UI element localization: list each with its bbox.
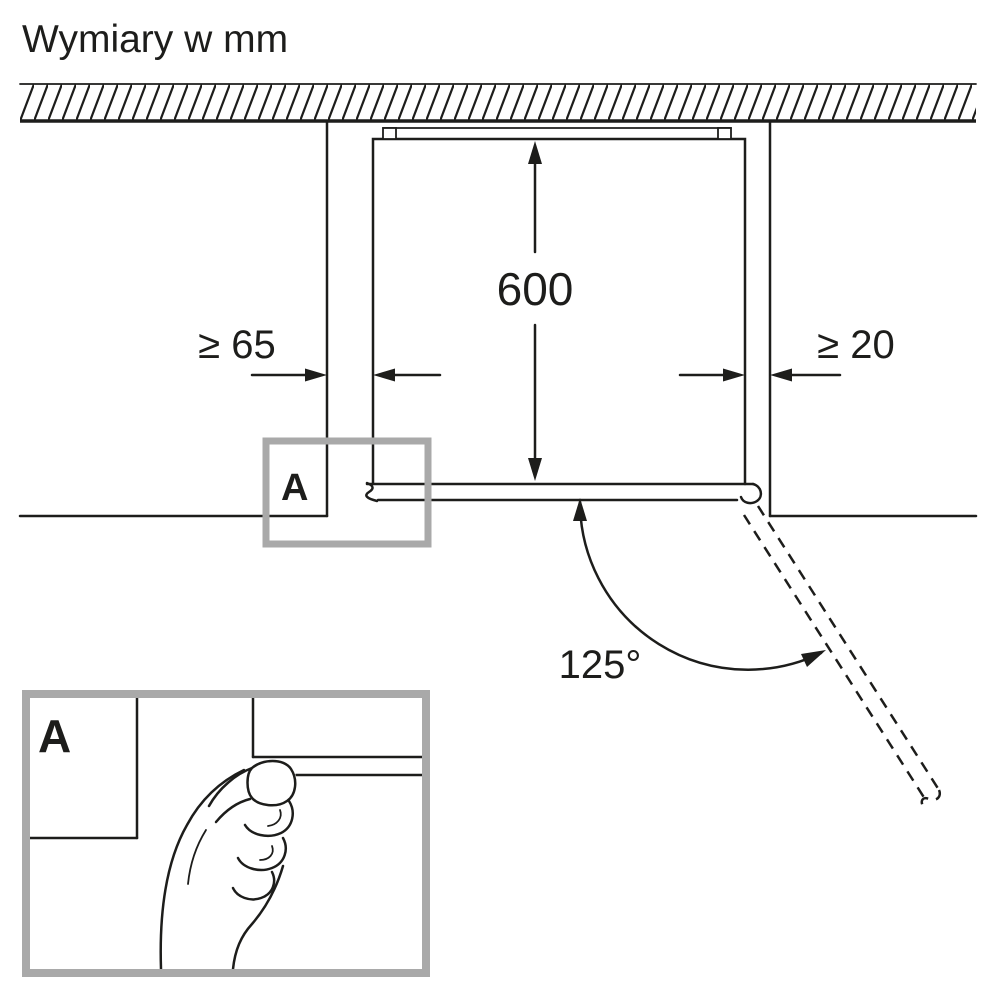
middle-finger: [236, 836, 287, 872]
ring-finger: [231, 870, 276, 901]
page-title: Wymiary w mm: [22, 18, 288, 61]
appliance-body: [371, 127, 747, 486]
right-clearance-label: ≥ 20: [817, 323, 895, 367]
index-finger: [243, 799, 294, 837]
depth-arrow-up: [528, 141, 542, 164]
detail-marker-label: A: [281, 467, 308, 509]
index-finger-nail: [267, 809, 282, 827]
door-angle-label: 125°: [559, 643, 642, 687]
rear-spacer-left: [382, 127, 397, 140]
door-hinge-curl: [739, 482, 763, 505]
depth-arrow-down: [528, 458, 542, 481]
appliance-outline: [371, 137, 747, 486]
right-clearance-arrow-inner: [723, 368, 745, 382]
door-angle-arrow-open: [801, 650, 826, 667]
right-clearance-arrow-outer: [770, 368, 792, 382]
wall-section: [19, 83, 977, 123]
rear-spacer-right: [717, 127, 732, 140]
left-clearance-label: ≥ 65: [198, 323, 276, 367]
thumb-top-edge: [207, 766, 254, 808]
hand-wrist-left: [159, 768, 246, 971]
door-angle-arrow-closed: [573, 498, 587, 521]
dimension-right-clearance: ≥ 20: [678, 323, 895, 382]
middle-finger-nail: [259, 845, 274, 861]
detail-view-label: A: [38, 710, 71, 762]
hand-wrist-right: [231, 864, 285, 971]
detail-marker-frame: [262, 437, 432, 548]
palm-crease: [187, 829, 207, 885]
thumb-bottom-edge: [214, 797, 252, 824]
hand-silhouette: [155, 759, 299, 969]
detail-marker: A: [262, 437, 432, 548]
left-clearance-arrow-inner: [373, 368, 395, 382]
hand-illustration: [155, 759, 299, 971]
door-left-break: [365, 481, 379, 503]
open-door-edge-inner: [742, 514, 927, 800]
door-open-dashed: [742, 505, 941, 810]
niche-walls: [18, 120, 978, 518]
detail-view: A: [22, 690, 430, 977]
dimension-depth: 600: [497, 141, 574, 481]
left-clearance-arrow-outer: [305, 368, 327, 382]
thumb-tip: [246, 759, 297, 807]
open-door-break-line: [920, 789, 941, 810]
dimension-left-clearance: ≥ 65: [198, 323, 442, 382]
wall-hatching: [20, 84, 976, 121]
depth-dimension-label: 600: [497, 263, 574, 315]
door-angle-arc: [578, 500, 823, 671]
open-door-edge-outer: [756, 505, 941, 791]
dimension-door-angle: 125°: [559, 498, 826, 687]
detail-view-frame: [22, 690, 430, 977]
